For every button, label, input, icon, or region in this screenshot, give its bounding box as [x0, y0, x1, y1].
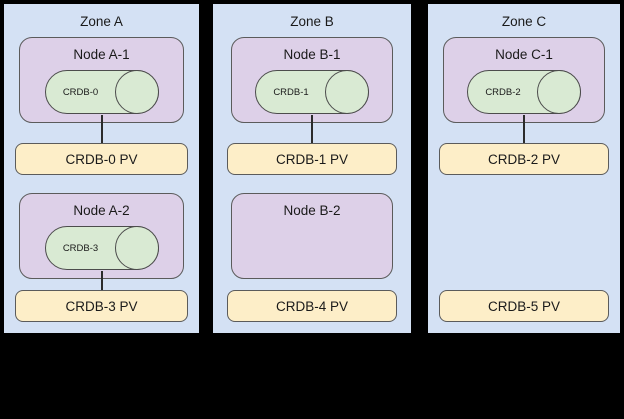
pod-crdb-2-label: CRDB-2: [485, 86, 521, 98]
cylinder-cap: [537, 70, 581, 114]
pv-crdb-3[interactable]: CRDB-3 PV: [15, 290, 188, 322]
pod-crdb-1-label: CRDB-1: [273, 86, 309, 98]
pv-crdb-0[interactable]: CRDB-0 PV: [15, 143, 188, 175]
pod-crdb-3[interactable]: CRDB-3: [44, 226, 159, 270]
connector-crdb-0: [100, 115, 103, 145]
zone-b: Zone B Node B-1 CRDB-1 CRDB-1 PV Node B-…: [213, 4, 411, 333]
node-b-1-label: Node B-1: [283, 47, 341, 62]
cylinder-cap: [114, 70, 159, 114]
zone-a-title: Zone A: [80, 14, 123, 29]
node-b-2-label: Node B-2: [283, 203, 341, 218]
zone-c: Zone C Node C-1 CRDB-2 CRDB-2 PV CRDB-5 …: [428, 4, 620, 333]
cylinder-cap: [325, 70, 369, 114]
node-a-2-label: Node A-2: [73, 203, 130, 218]
zone-a: Zone A Node A-1 CRDB-0 CRDB-0 PV Node A-…: [4, 4, 199, 333]
node-b-2[interactable]: Node B-2: [231, 193, 393, 279]
pv-crdb-1[interactable]: CRDB-1 PV: [227, 143, 397, 175]
pod-crdb-2[interactable]: CRDB-2: [467, 70, 581, 114]
pod-crdb-1[interactable]: CRDB-1: [255, 70, 369, 114]
pod-crdb-0[interactable]: CRDB-0: [44, 70, 159, 114]
connector-crdb-1: [311, 115, 313, 145]
node-a-2[interactable]: Node A-2 CRDB-3: [19, 193, 184, 279]
node-a-1[interactable]: Node A-1 CRDB-0: [19, 37, 184, 123]
connector-crdb-3: [100, 271, 103, 301]
node-b-1[interactable]: Node B-1 CRDB-1: [231, 37, 393, 123]
cylinder-cap: [114, 226, 159, 270]
pv-crdb-5[interactable]: CRDB-5 PV: [439, 290, 609, 322]
pv-crdb-2[interactable]: CRDB-2 PV: [439, 143, 609, 175]
pod-crdb-0-label: CRDB-0: [62, 86, 99, 98]
zone-b-title: Zone B: [290, 14, 334, 29]
node-c-1[interactable]: Node C-1 CRDB-2: [443, 37, 605, 123]
connector-crdb-2: [523, 115, 525, 145]
node-c-1-label: Node C-1: [495, 47, 553, 62]
zone-c-title: Zone C: [501, 14, 547, 29]
pod-crdb-3-label: CRDB-3: [62, 242, 99, 254]
pv-crdb-4[interactable]: CRDB-4 PV: [227, 290, 397, 322]
node-a-1-label: Node A-1: [73, 47, 130, 62]
